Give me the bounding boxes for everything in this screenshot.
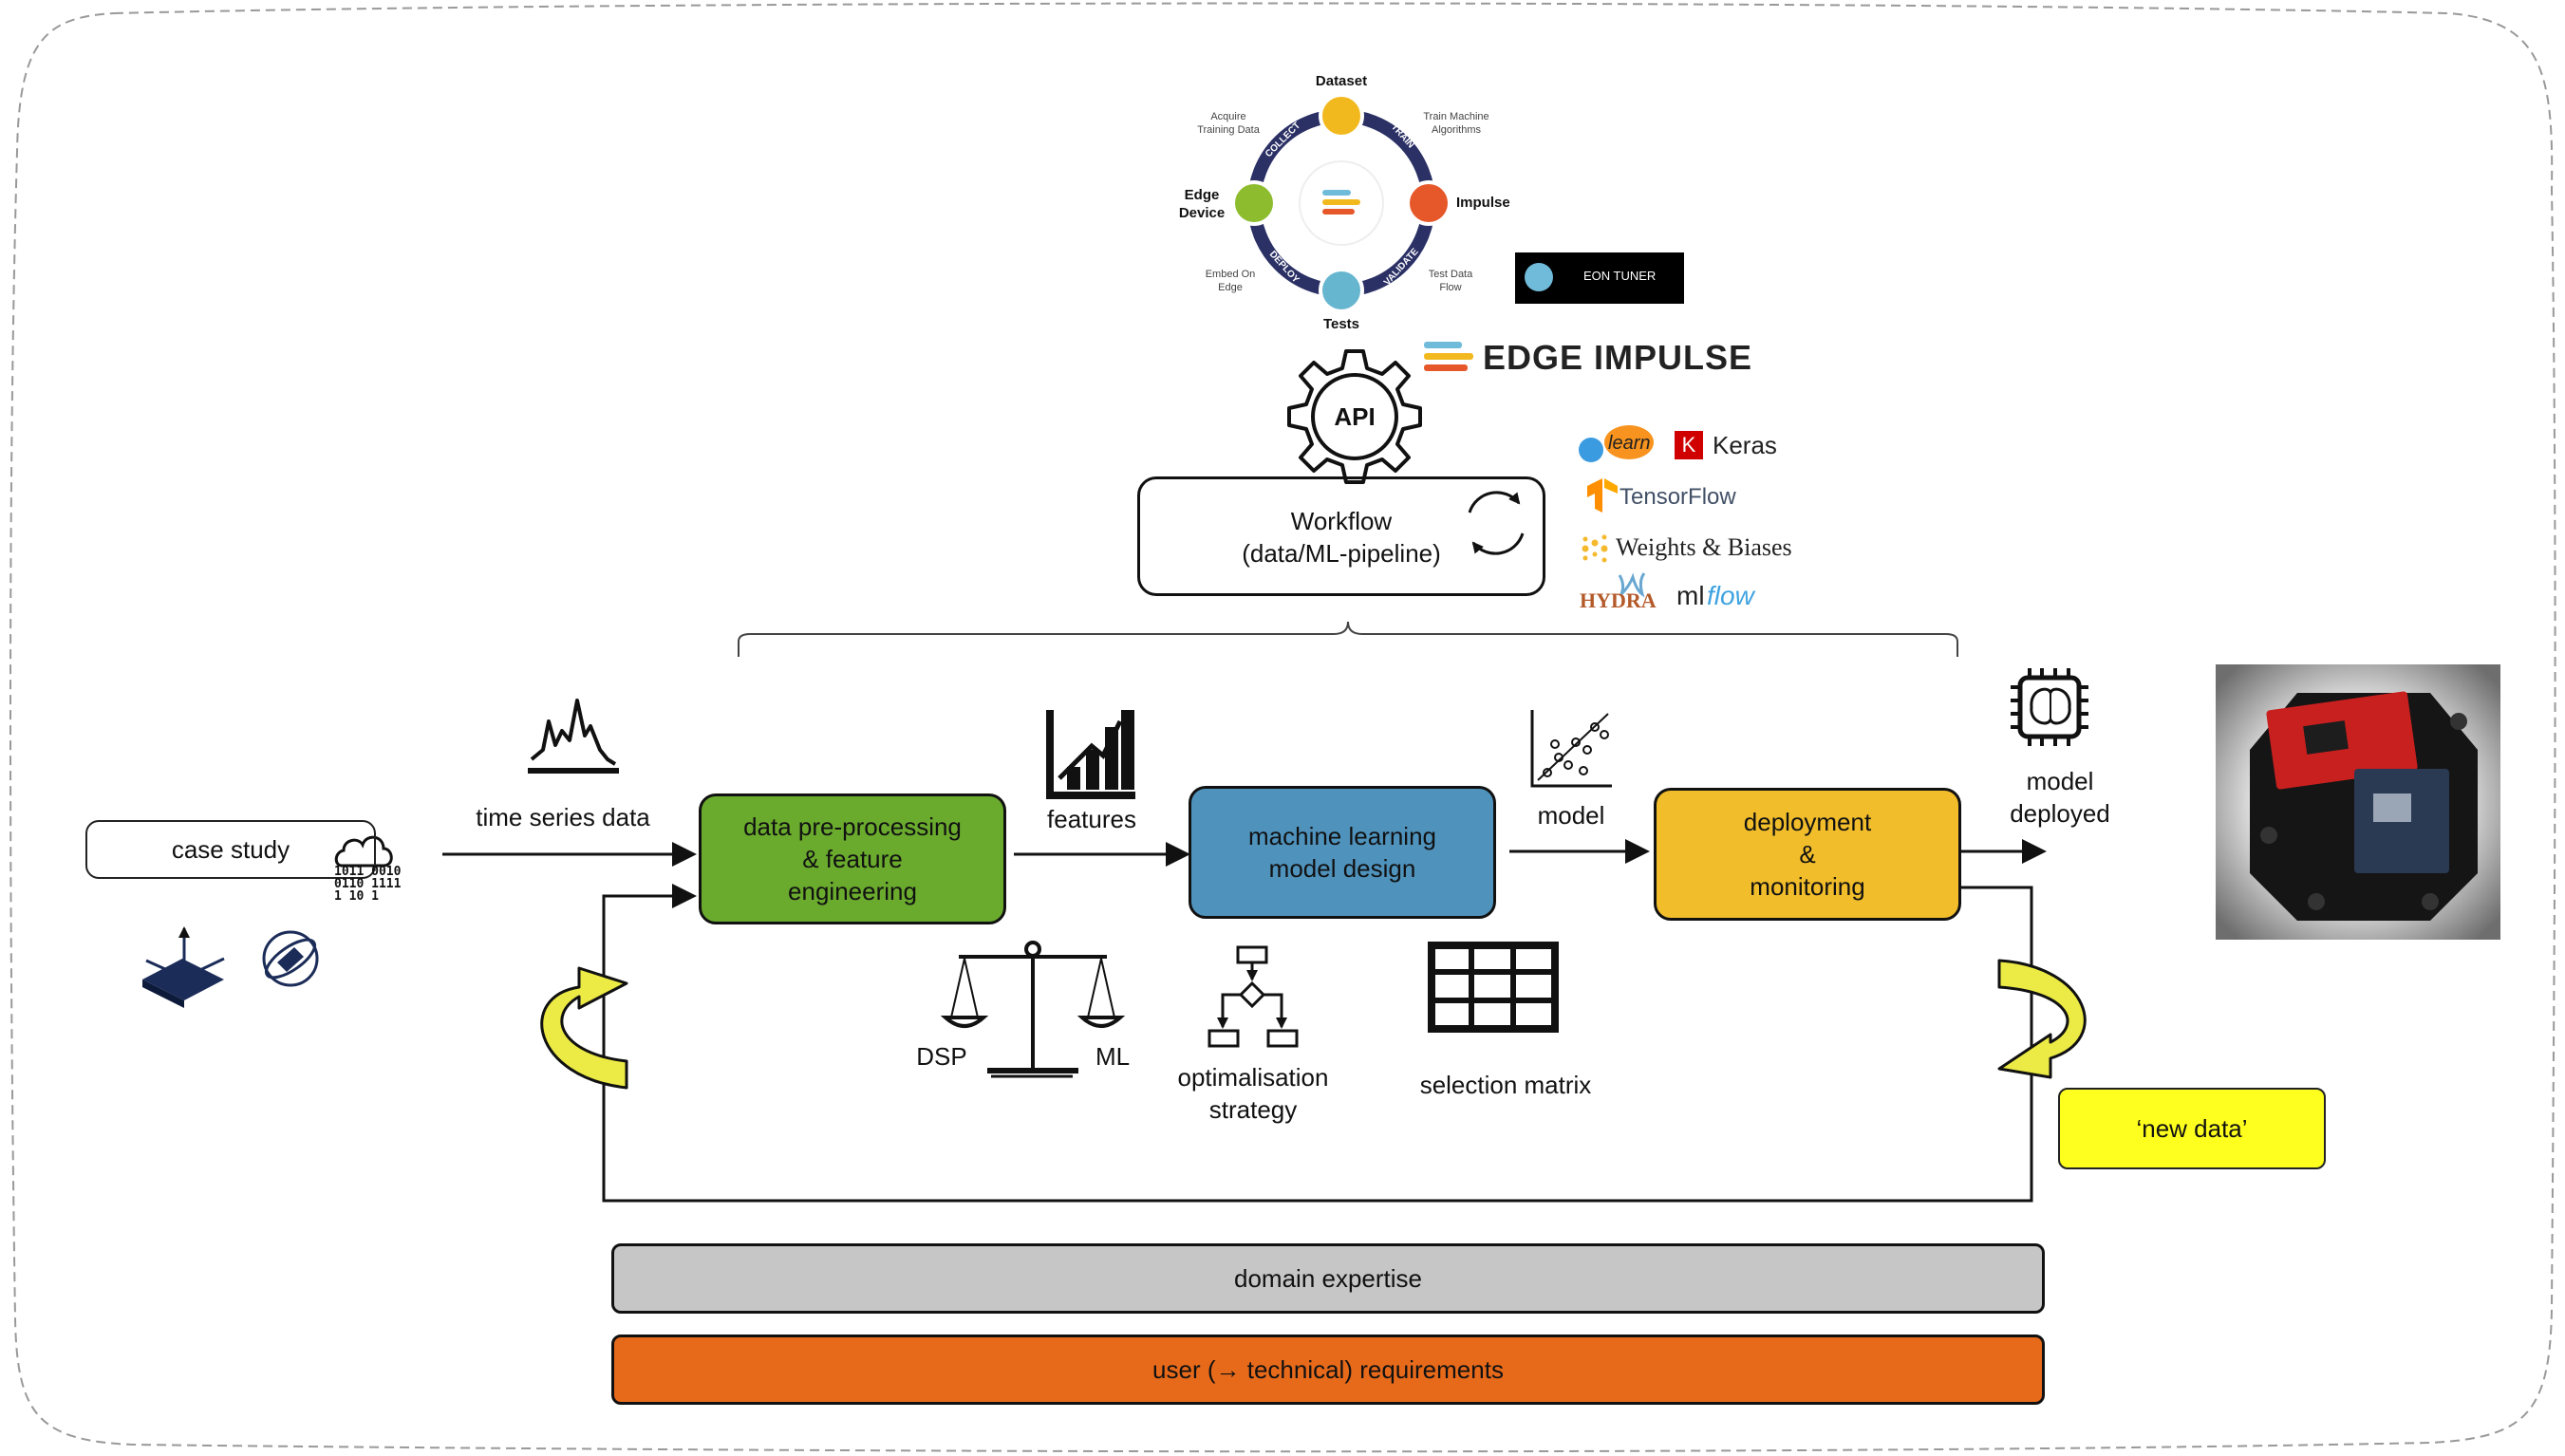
sensor-board-icon: [142, 926, 225, 1008]
chip-brain-icon: [2011, 668, 2088, 746]
cycle-train-ml-label: Train Machine Algorithms: [1423, 111, 1489, 136]
sklearn-icon: [1579, 425, 1654, 462]
hydra-icon: [1618, 572, 1646, 598]
keras-label: Keras: [1713, 431, 1777, 459]
selection-matrix-icon: [1428, 942, 1559, 1033]
curved-arrow-left: [540, 966, 628, 1090]
stage-preprocessing-line1: data pre-processing: [743, 812, 962, 841]
wandb-icon: [1582, 534, 1608, 563]
stage-preprocessing-line3: engineering: [788, 877, 917, 905]
dsp-label: DSP: [916, 1042, 967, 1071]
stage-deployment-line3: monitoring: [1750, 872, 1865, 901]
feedback-loop: [602, 884, 2033, 1203]
time-series-label: time series data: [476, 803, 650, 831]
sklearn-label: learn: [1608, 433, 1651, 454]
stage-preprocessing-line2: & feature: [802, 845, 903, 873]
hydra-label: HYDRA: [1580, 588, 1657, 612]
edge-impulse-logo-icon: [1424, 342, 1473, 371]
user-requirements-bar: user (→ technical) requirements: [611, 1335, 2045, 1405]
refresh-icon: [1468, 491, 1525, 555]
new-data-box: ‘new data’: [2058, 1088, 2326, 1169]
edge-impulse-cycle: [1231, 93, 1451, 313]
cloud-icon: [334, 835, 393, 868]
stage-ml-design-line2: model design: [1268, 854, 1416, 883]
mlflow-label-ml: ml: [1676, 581, 1705, 610]
time-series-icon: [528, 699, 619, 774]
eon-tuner-label: EON TUNER: [1583, 269, 1657, 283]
tensorflow-icon: [1587, 478, 1618, 513]
hardware-photo: [2216, 664, 2500, 940]
stage-deployment-line1: deployment: [1743, 808, 1872, 836]
stage-deployment-line2: &: [1799, 840, 1816, 868]
features-icon: [1046, 710, 1135, 799]
domain-expertise-bar: domain expertise: [611, 1243, 2045, 1314]
api-label: API: [1334, 402, 1376, 431]
eon-tuner-badge-icon: [1525, 263, 1553, 291]
workflow-box: [1137, 476, 1545, 596]
mlflow-label-flow: flow: [1707, 581, 1754, 610]
stage-deployment: deployment & monitoring: [1654, 788, 1961, 921]
case-study-box: case study: [85, 820, 376, 879]
binary-line-3: 1 10 1: [334, 889, 379, 904]
keras-badge: K: [1675, 431, 1703, 459]
optimisation-line2: strategy: [1208, 1095, 1298, 1124]
api-gear-icon: [1287, 349, 1422, 484]
stage-ml-design: machine learning model design: [1189, 786, 1496, 919]
wandb-label: Weights & Biases: [1616, 533, 1792, 561]
stage-preprocessing: data pre-processing & feature engineerin…: [699, 793, 1006, 924]
cycle-tests-label: Tests: [1322, 316, 1360, 332]
binary-line-1: 1011 0010: [334, 865, 402, 879]
cycle-test-flow-label: Test Data Flow: [1428, 269, 1473, 293]
workflow-subtitle: (data/ML-pipeline): [1242, 539, 1441, 568]
workflow-bracket: [738, 621, 1958, 657]
flowchart-icon: [1208, 945, 1299, 1048]
gyroscope-icon: [262, 930, 319, 987]
selection-matrix-label: selection matrix: [1419, 1071, 1592, 1099]
model-scatter-icon: [1530, 710, 1612, 788]
binary-line-2: 0110 1111: [334, 877, 402, 891]
stage-ml-design-line1: machine learning: [1247, 822, 1436, 850]
curved-arrow-right: [1997, 959, 2087, 1079]
edge-impulse-title: EDGE IMPULSE: [1483, 338, 1753, 377]
workflow-title: Workflow: [1290, 507, 1393, 535]
balance-scale-icon: [940, 941, 1126, 1078]
cycle-acquire-label: Acquire Training Data: [1197, 111, 1260, 136]
outer-frame: [9, 2, 2556, 1453]
optimisation-line1: optimalisation: [1177, 1063, 1329, 1092]
cycle-edge-device-label: Edge Device: [1178, 187, 1226, 221]
model-deployed-line2: deployed: [2010, 799, 2110, 828]
features-label: features: [1047, 805, 1136, 833]
cycle-embed-label: Embed On Edge: [1205, 269, 1256, 293]
ml-label: ML: [1095, 1042, 1131, 1071]
tensorflow-label: TensorFlow: [1620, 484, 1736, 510]
model-deployed-line1: model: [2026, 767, 2094, 795]
binary-data-icon: 1011 0010 0110 1111 1 10 1: [334, 866, 401, 903]
model-label: model: [1537, 801, 1605, 830]
cycle-impulse-label: Impulse: [1456, 195, 1510, 211]
cycle-dataset-label: Dataset: [1315, 73, 1368, 89]
